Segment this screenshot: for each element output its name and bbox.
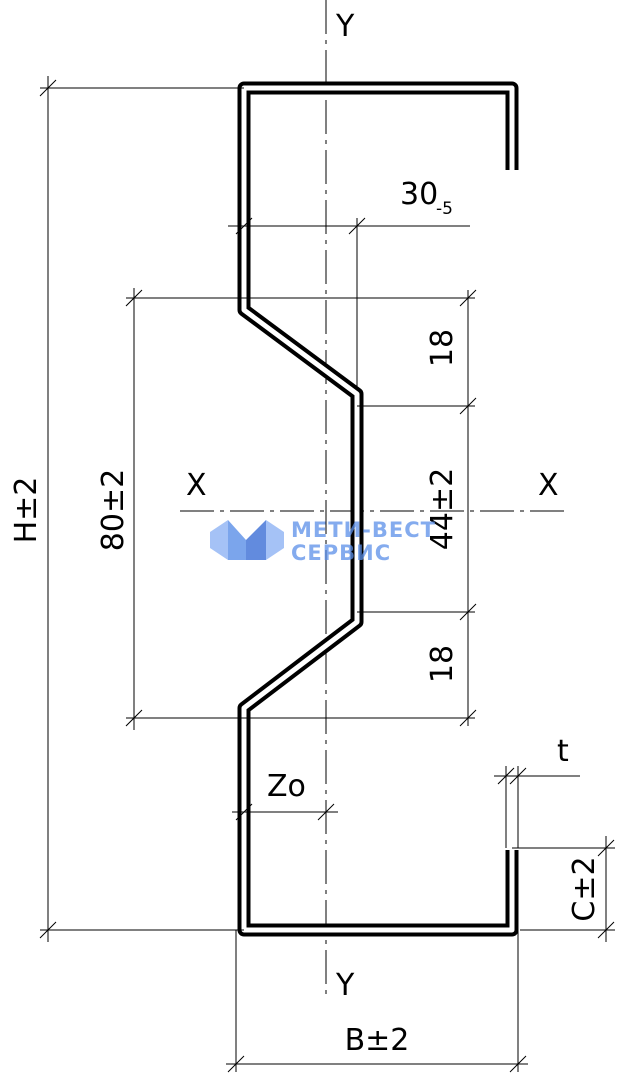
y-axis-top-label: Y [335, 9, 355, 44]
z-profile-shape [237, 81, 519, 937]
x-axis-left-label: X [186, 468, 207, 503]
dimension-flange-top [228, 217, 470, 388]
dimension-web-offset [125, 288, 475, 730]
slope-top-label: 18 [425, 329, 460, 367]
watermark: МЕТИ-ВЕСТ СЕРВИС [210, 518, 436, 565]
dimension-height [39, 76, 244, 942]
x-axis-right-label: X [538, 468, 559, 503]
flange-top-tolerance: -5 [436, 199, 453, 219]
thickness-label: t [557, 734, 569, 769]
web-mid-label: 44±2 [425, 468, 460, 550]
dimension-chain-right [357, 289, 477, 727]
dimension-lip [512, 836, 615, 942]
watermark-text-line2: СЕРВИС [291, 541, 391, 565]
slope-bottom-label: 18 [425, 645, 460, 683]
height-label: H±2 [9, 477, 44, 544]
watermark-logo-icon [210, 520, 284, 560]
width-label: B±2 [345, 1023, 410, 1058]
centroid-label: Zo [267, 769, 306, 804]
watermark-text-line1: МЕТИ-ВЕСТ [291, 518, 436, 542]
y-axis-bottom-label: Y [335, 968, 355, 1003]
flange-top-label: 30 [400, 177, 438, 212]
dimension-thickness [494, 766, 580, 848]
dimension-width [226, 930, 528, 1073]
web-offset-label: 80±2 [96, 469, 131, 551]
lip-label: C±2 [567, 856, 602, 921]
dimension-centroid [232, 803, 338, 821]
